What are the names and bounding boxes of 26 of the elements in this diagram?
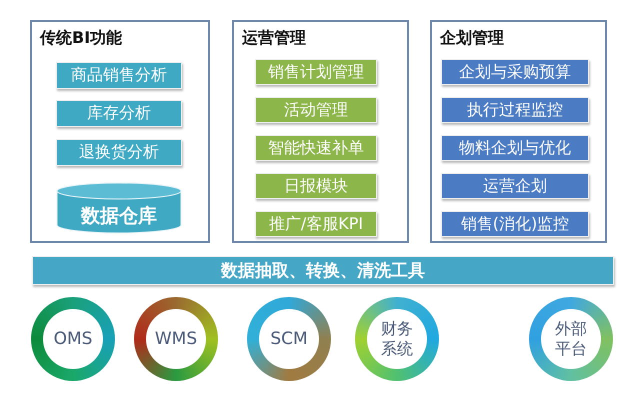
system-label: OMS [54, 329, 92, 349]
panel-box [30, 20, 210, 243]
system-label: SCM [270, 329, 308, 349]
database-cylinder: 数据仓库 [56, 182, 182, 234]
panel-heading: 企划管理 [440, 28, 504, 49]
panel-box [430, 20, 607, 243]
system-label: 财务系统 [380, 319, 414, 359]
tool-bar: 数据抽取、转换、清洗工具 [32, 256, 614, 285]
function-box: 日报模块 [255, 173, 377, 199]
function-box: 物料企划与优化 [441, 135, 589, 161]
function-box: 执行过程监控 [441, 97, 589, 123]
function-box: 企划与采购预算 [441, 59, 589, 85]
function-box: 商品销售分析 [56, 62, 182, 89]
system-label: WMS [154, 329, 198, 349]
panel-heading: 运营管理 [242, 28, 306, 49]
function-box: 活动管理 [255, 97, 377, 123]
function-box: 智能快速补单 [255, 135, 377, 161]
function-box: 销售计划管理 [255, 59, 377, 85]
system-label: 外部平台 [554, 319, 588, 359]
function-box: 库存分析 [56, 100, 182, 127]
panel-heading: 传统BI功能 [40, 28, 122, 49]
function-box: 运营企划 [441, 173, 589, 199]
function-box: 推广/客服KPI [255, 211, 377, 237]
function-box: 销售(消化)监控 [441, 211, 589, 237]
panel-box [232, 20, 409, 243]
function-box: 退换货分析 [56, 139, 182, 166]
